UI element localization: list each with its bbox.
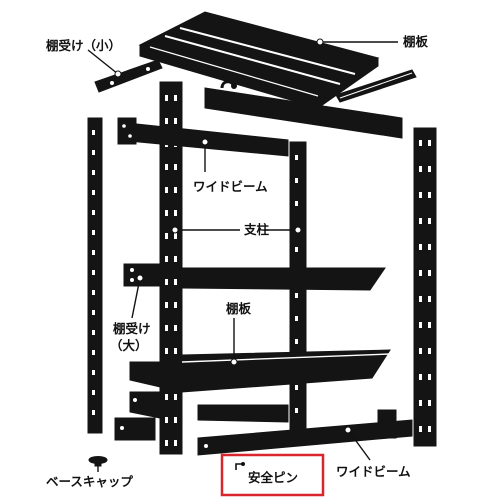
shelf-support-small-left [94,59,163,93]
base-cap [88,456,108,467]
label-safety-pin: 安全ピン [248,470,298,485]
post-back-left [87,117,103,434]
back-wide-beam-upper [204,80,403,139]
label-base-cap: ベースキャップ [46,474,133,489]
label-shelf-support-small: 棚受け（小） [46,38,121,53]
top-shelf-board [138,11,380,109]
shelf-board-upper [123,263,386,291]
leader-lines [87,38,398,472]
label-wide-beam-lower: ワイドビーム [336,464,411,479]
wide-beam-lower [197,409,413,456]
label-wide-beam-upper: ワイドビーム [193,179,268,194]
post-front-left [159,81,183,455]
shelf-support-small-right [335,69,417,103]
label-shelf-support-large-line2: （大） [110,338,148,353]
label-shelf-board-middle: 棚板 [226,301,252,316]
label-post: 支柱 [243,222,270,237]
post-front-right [413,127,437,447]
safety-pin-highlight-box [220,453,325,497]
safety-pin-icon [235,462,245,470]
label-shelf-support-large-line1: 棚受け [113,321,151,336]
label-shelf-board-top: 棚板 [403,34,429,49]
wide-beam-upper [117,117,289,157]
lower-back-beam [114,391,289,441]
